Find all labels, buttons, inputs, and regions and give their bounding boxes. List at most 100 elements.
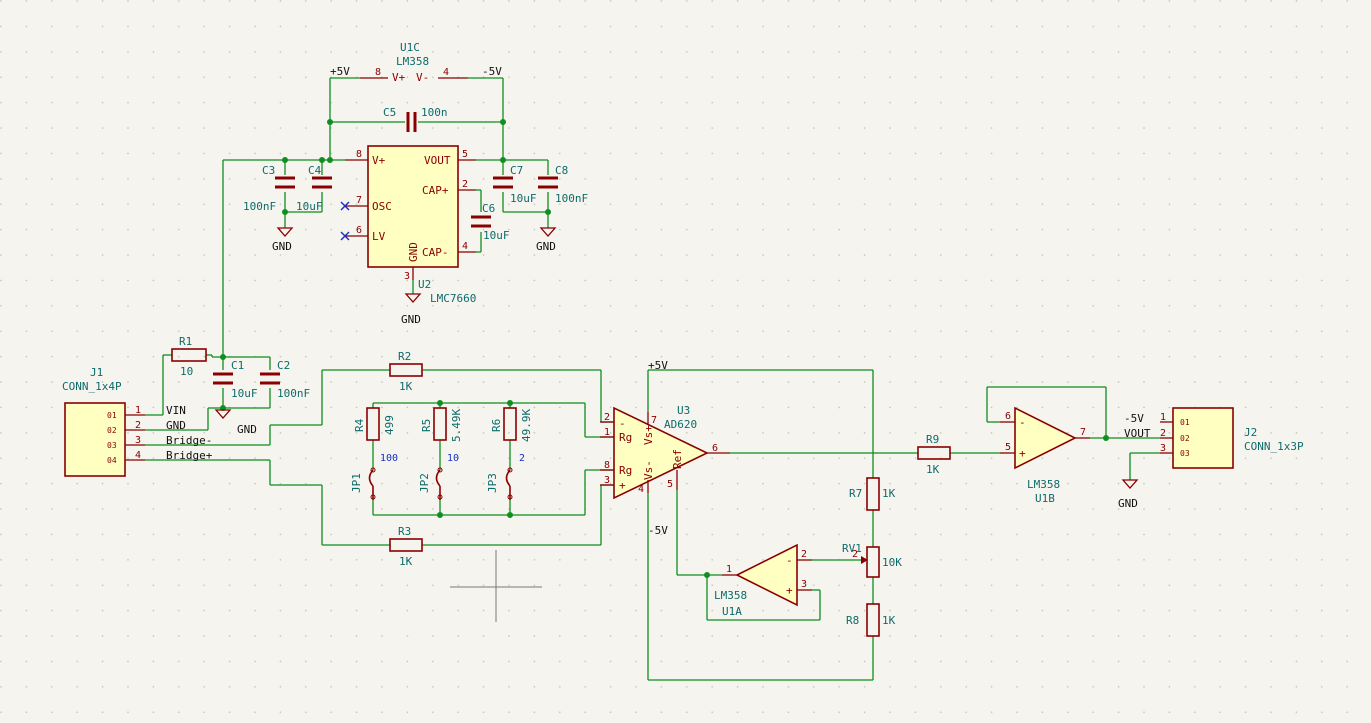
u3-pin7-num: 7 [651, 415, 657, 426]
ic-u2-lmc7660[interactable]: 8 7 6 5 2 4 3 V+ OSC LV VOUT CAP+ CAP- G… [345, 145, 476, 305]
j2-pin3-name: 03 [1180, 449, 1190, 458]
u1c-pin-vminus: V- [416, 71, 429, 84]
jp3-ref: JP3 [486, 473, 499, 493]
r5-value: 5.49K [450, 409, 463, 442]
j2-ref: J2 [1244, 426, 1257, 439]
inamp-u3-ad620[interactable]: 2 1 8 3 7 4 5 6 - Rg Rg + Vs+ Vs- Ref U3… [600, 359, 730, 537]
resistor-r2[interactable]: R2 1K [389, 350, 423, 393]
j1-pin3-name: 03 [107, 441, 117, 450]
u1a-ref: U1A [722, 605, 742, 618]
r9-value: 1K [926, 463, 940, 476]
r3-ref: R3 [398, 525, 411, 538]
u3-pin1-num: 1 [604, 427, 610, 438]
jumper-jp2[interactable]: JP2 [418, 467, 443, 500]
u1a-pin3-num: 3 [801, 579, 807, 590]
c8-ref: C8 [555, 164, 568, 177]
capacitor-c3[interactable]: C3 100nF [243, 164, 295, 213]
c4-ref: C4 [308, 164, 322, 177]
r4-gain-note: 100 [380, 453, 398, 464]
u2-pin-capminus: CAP- [422, 246, 449, 259]
u2-ref: U2 [418, 278, 431, 291]
net-label-minus5v-j2: -5V [1124, 412, 1144, 425]
u3-pin5-num: 5 [667, 479, 673, 490]
u1c-power-unit[interactable]: U1C LM358 8 V+ V- 4 +5V -5V [330, 41, 502, 84]
j1-pin4-name: 04 [107, 456, 117, 465]
c7-ref: C7 [510, 164, 523, 177]
capacitor-c4[interactable]: C4 10uF [296, 164, 332, 213]
c8-value: 100nF [555, 192, 588, 205]
net-label-minus5v-top: -5V [482, 65, 502, 78]
u1b-ref: U1B [1035, 492, 1055, 505]
resistor-r6[interactable]: R6 49.9K 2 [490, 407, 533, 464]
r8-ref: R8 [846, 614, 859, 627]
net-label-plus5v-u3: +5V [648, 359, 668, 372]
u1b-pin5-num: 5 [1005, 442, 1011, 453]
resistor-r5[interactable]: R5 5.49K 10 [420, 407, 463, 464]
gnd-symbol-c7c8: GND [536, 227, 557, 253]
u1a-body [735, 543, 798, 607]
j1-pin1-num: 1 [135, 405, 141, 416]
capacitor-c1[interactable]: C1 10uF [213, 359, 258, 400]
r7-ref: R7 [849, 487, 862, 500]
c5-ref: C5 [383, 106, 396, 119]
potentiometer-rv1[interactable]: 2 RV1 10K [842, 542, 902, 578]
jumper-jp1[interactable]: JP1 [350, 467, 376, 500]
connector-j2[interactable]: 01 02 03 1 2 3 J2 CONN_1x3P -5V VOUT [1124, 407, 1304, 469]
u3-pin4-num: 4 [638, 484, 644, 495]
opamp-u1a[interactable]: 1 2 3 - + LM358 U1A [714, 543, 812, 618]
gnd-label-c7c8: GND [536, 240, 556, 253]
u3-pin2-num: 2 [604, 412, 610, 423]
u2-pin7-num: 7 [356, 195, 362, 206]
rv1-value: 10K [882, 556, 902, 569]
u2-pin8-num: 8 [356, 149, 362, 160]
resistor-r7[interactable]: R7 1K [849, 477, 896, 511]
j1-pin4-num: 4 [135, 450, 141, 461]
u3-ref: U3 [677, 404, 690, 417]
gnd-symbol-j2: GND [1118, 479, 1139, 510]
capacitor-c6[interactable]: C6 10uF [471, 202, 510, 242]
capacitor-c2[interactable]: C2 100nF [260, 359, 310, 400]
u1c-ref: U1C [400, 41, 420, 54]
u2-value: LMC7660 [430, 292, 476, 305]
resistor-r4[interactable]: R4 499 100 [353, 407, 398, 464]
c5-value: 100n [421, 106, 448, 119]
gnd-symbol-u2: GND [401, 293, 422, 326]
r4-ref: R4 [353, 418, 366, 432]
opamp-u1b[interactable]: 6 5 7 - + LM358 U1B [1000, 406, 1090, 505]
r6-value: 49.9K [520, 409, 533, 442]
jp1-ref: JP1 [350, 473, 363, 493]
capacitor-c8[interactable]: C8 100nF [538, 164, 588, 205]
u2-pin2-num: 2 [462, 179, 468, 190]
u1c-pin-vplus: V+ [392, 71, 406, 84]
net-label-minus5v-u3: -5V [648, 524, 668, 537]
junctions [220, 119, 1109, 578]
u1b-body [1014, 406, 1077, 470]
connector-j1[interactable]: J1 CONN_1x4P 01 02 03 04 1 2 3 4 VIN GND… [62, 366, 213, 477]
u3-pin-minus: - [619, 417, 626, 430]
c1-ref: C1 [231, 359, 244, 372]
u3-pin-ref: Ref [671, 449, 684, 469]
net-label-gnd-j1: GND [166, 419, 186, 432]
capacitor-c5[interactable]: C5 100n [383, 106, 448, 132]
u3-pin8-num: 8 [604, 460, 610, 471]
c3-ref: C3 [262, 164, 275, 177]
jumper-jp3[interactable]: JP3 [486, 467, 513, 500]
j1-pin3-num: 3 [135, 435, 141, 446]
u2-pin6-num: 6 [356, 225, 362, 236]
u1b-pin7-num: 7 [1080, 427, 1086, 438]
net-label-plus5v-top: +5V [330, 65, 350, 78]
u2-pin-osc: OSC [372, 200, 392, 213]
net-label-vin: VIN [166, 404, 186, 417]
r7-value: 1K [882, 487, 896, 500]
resistor-r9[interactable]: R9 1K [917, 433, 951, 476]
resistor-r1[interactable]: R1 10 [171, 335, 207, 378]
u3-body [613, 406, 709, 500]
u3-pin-vsplus: Vs+ [642, 425, 655, 445]
resistor-r3[interactable]: R3 1K [389, 525, 423, 568]
capacitor-c7[interactable]: C7 10uF [493, 164, 537, 205]
r4-value: 499 [383, 415, 396, 435]
resistor-r8[interactable]: R8 1K [846, 603, 896, 637]
c3-value: 100nF [243, 200, 276, 213]
